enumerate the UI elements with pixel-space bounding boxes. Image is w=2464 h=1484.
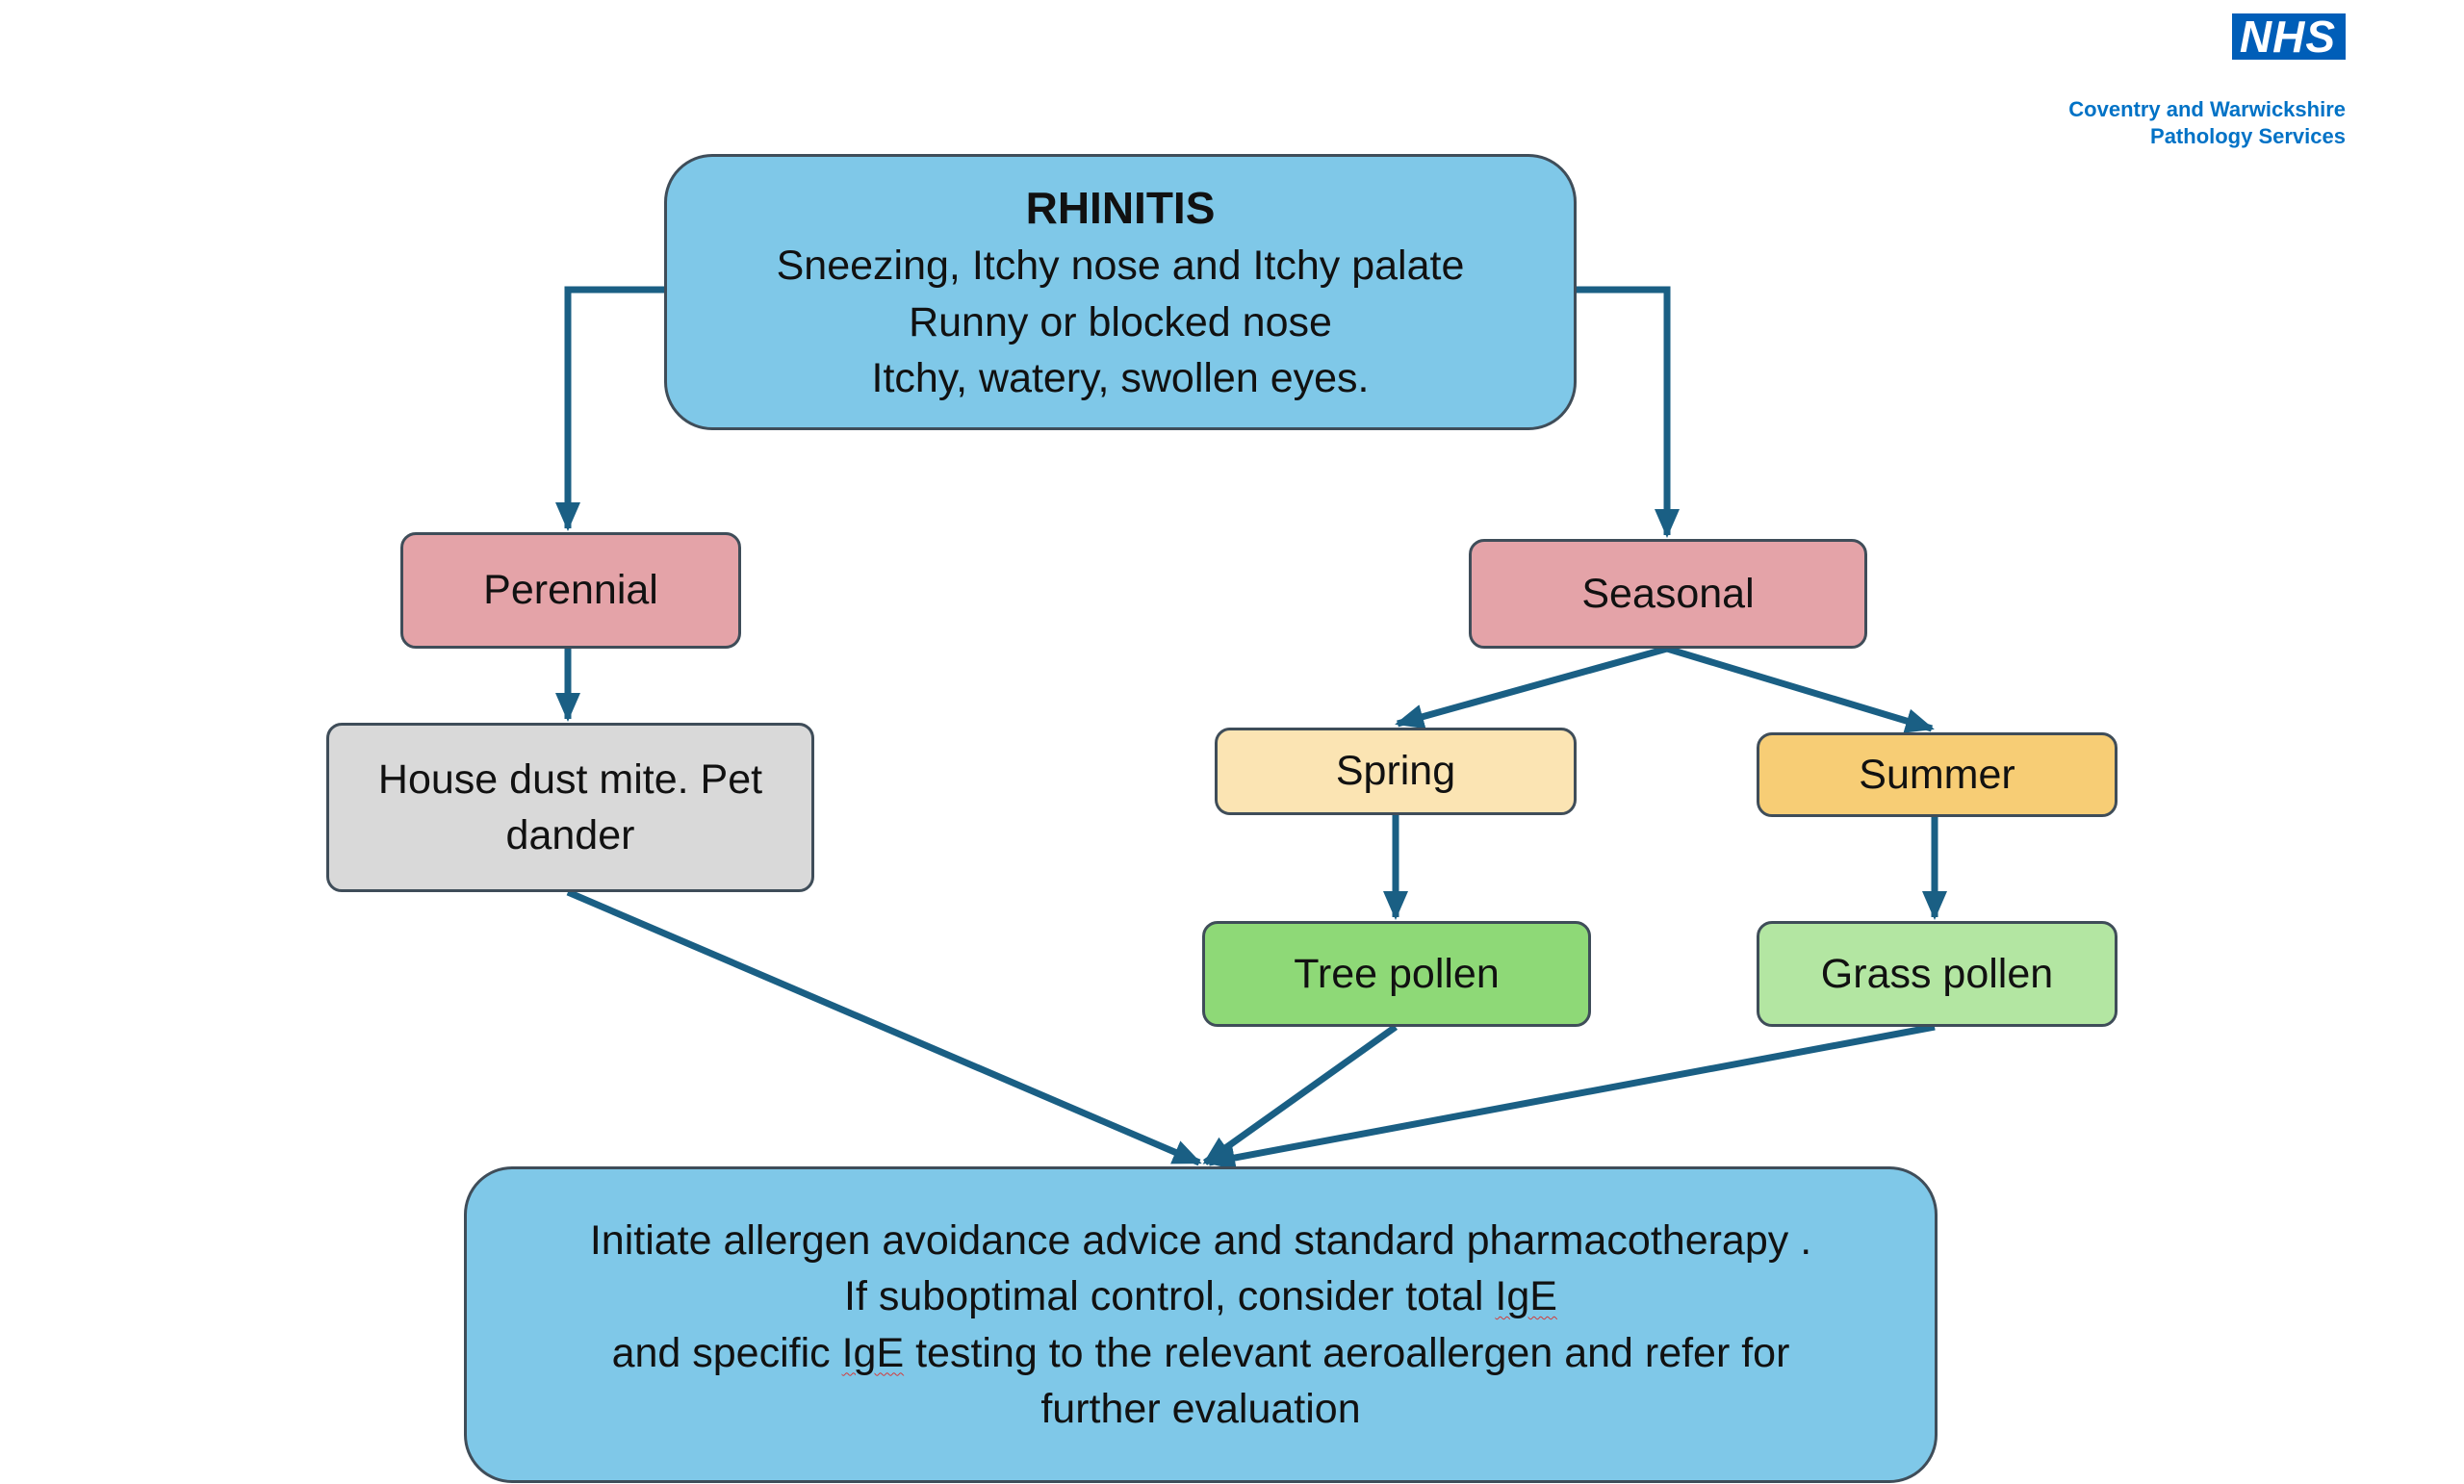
nhs-logo: NHS Coventry and Warwickshire Pathology …	[2068, 13, 2346, 150]
rhinitis-node: RHINITIS Sneezing, Itchy nose and Itchy …	[664, 154, 1577, 430]
rhinitis-title: RHINITIS	[1025, 182, 1216, 233]
arrow-tree-pollen-to-management	[1202, 1024, 1399, 1165]
tree-pollen-node: Tree pollen	[1202, 921, 1591, 1027]
arrow-rhinitis-to-perennial	[555, 286, 664, 531]
management-node: Initiate allergen avoidance advice and s…	[464, 1166, 1938, 1483]
arrow-allergens-to-management	[566, 888, 1202, 1166]
arrow-seasonal-to-summer	[1665, 645, 1935, 733]
rhinitis-symptom-2: Runny or blocked nose	[909, 298, 1332, 345]
management-line-3-start: and specific	[611, 1329, 842, 1376]
perennial-label: Perennial	[483, 567, 658, 614]
management-line-3: and specific IgE testing to the relevant…	[612, 1325, 1790, 1381]
organisation-name-line-2: Pathology Services	[2150, 124, 2346, 148]
management-line-2-text: If suboptimal control, consider total	[844, 1273, 1496, 1320]
seasonal-label: Seasonal	[1581, 570, 1755, 617]
grass-pollen-node: Grass pollen	[1757, 921, 2118, 1027]
ige-term: IgE	[841, 1329, 905, 1376]
organisation-name: Coventry and Warwickshire Pathology Serv…	[2068, 96, 2346, 150]
arrow-seasonal-to-spring	[1395, 645, 1668, 729]
perennial-allergens-node: House dust mite. Pet dander	[326, 723, 814, 892]
ige-term: IgE	[1495, 1273, 1557, 1320]
management-line-3-end: testing to the relevant aeroallergen and…	[904, 1329, 1790, 1376]
seasonal-node: Seasonal	[1469, 539, 1867, 649]
rhinitis-symptom-3: Itchy, watery, swollen eyes.	[871, 355, 1370, 401]
organisation-name-line-1: Coventry and Warwickshire	[2068, 97, 2346, 121]
arrow-grass-pollen-to-management	[1206, 1023, 1936, 1170]
arrow-rhinitis-to-seasonal	[1577, 286, 1680, 538]
perennial-node: Perennial	[400, 532, 741, 649]
tree-pollen-label: Tree pollen	[1294, 950, 1500, 997]
management-line-4: further evaluation	[1040, 1385, 1361, 1432]
rhinitis-symptom-1: Sneezing, Itchy nose and Itchy palate	[776, 243, 1465, 290]
management-line-1: Initiate allergen avoidance advice and s…	[589, 1216, 1812, 1264]
perennial-allergens-label: House dust mite. Pet dander	[377, 755, 763, 858]
nhs-badge: NHS	[2231, 13, 2346, 60]
spring-label: Spring	[1335, 748, 1456, 795]
spring-node: Spring	[1215, 728, 1577, 815]
management-line-2: If suboptimal control, consider total Ig…	[844, 1268, 1557, 1324]
summer-label: Summer	[1859, 751, 2015, 798]
grass-pollen-label: Grass pollen	[1820, 950, 2054, 997]
summer-node: Summer	[1757, 732, 2118, 817]
